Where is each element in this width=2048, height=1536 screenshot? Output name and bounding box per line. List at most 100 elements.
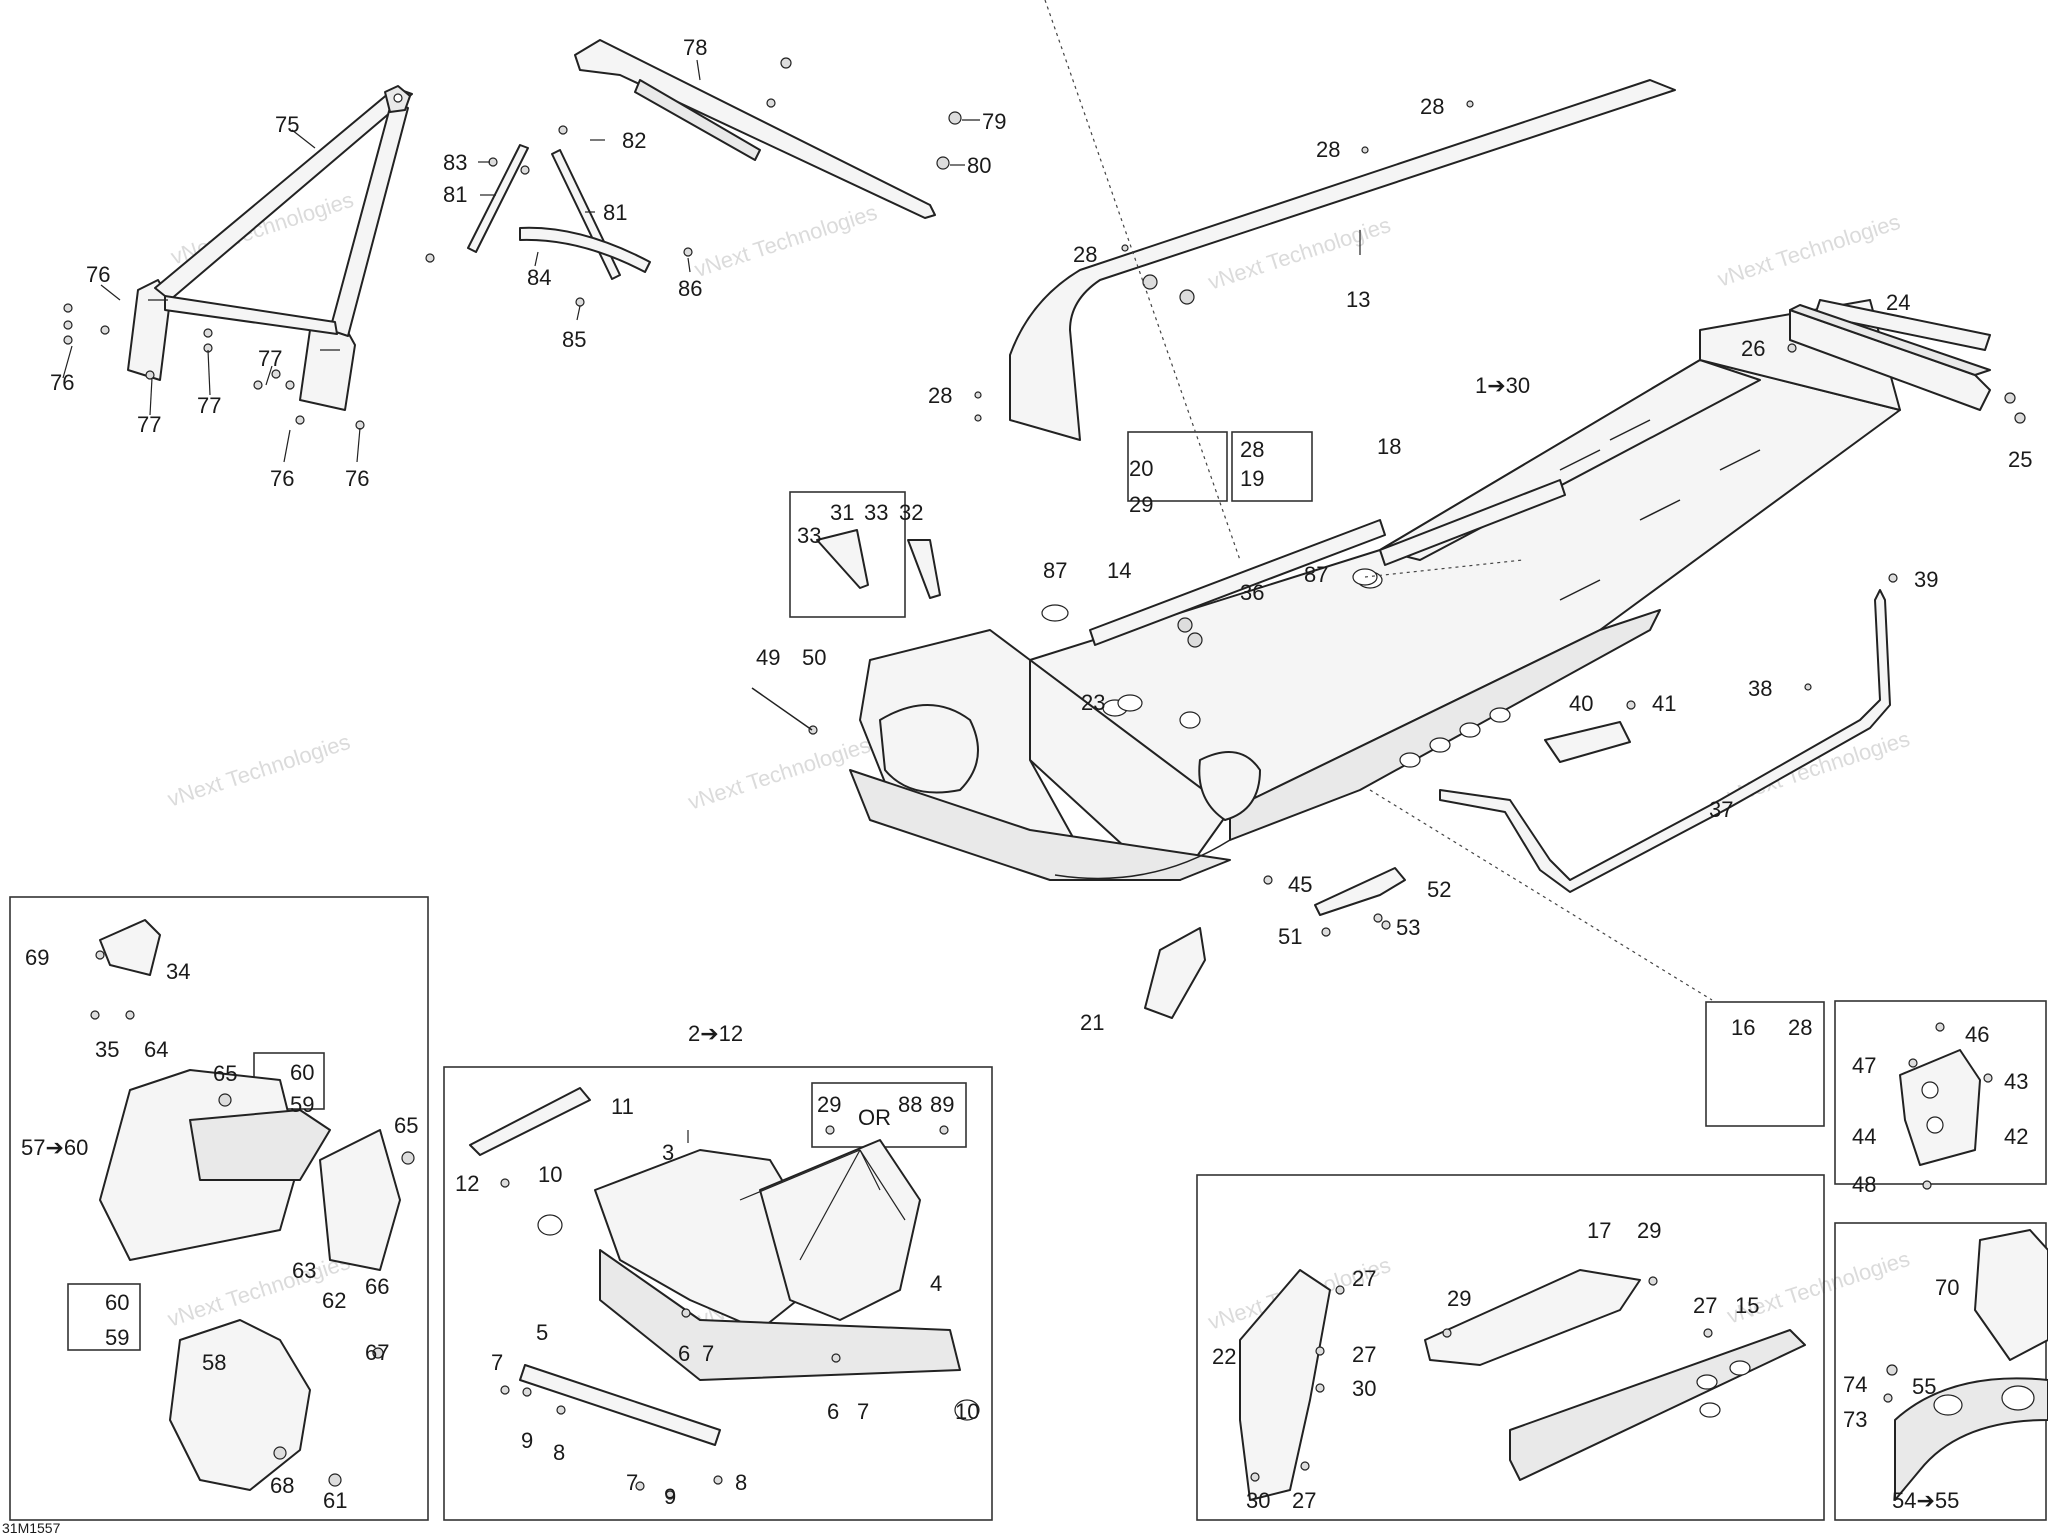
callout-76: 76 — [270, 466, 294, 491]
callout-21: 21 — [1080, 1010, 1104, 1035]
callout-85: 85 — [562, 327, 586, 352]
steering-arm-assembly — [574, 39, 980, 219]
watermark: vNext Technologies — [1724, 726, 1913, 809]
callout-43: 43 — [2004, 1069, 2028, 1094]
front-frame-assembly — [469, 1087, 980, 1500]
callout-58: 58 — [202, 1350, 226, 1375]
callout-28: 28 — [1073, 242, 1097, 267]
main-chassis — [849, 299, 1991, 881]
callout-69: 69 — [25, 945, 49, 970]
callout-23: 23 — [1081, 690, 1105, 715]
callout-53: 53 — [1396, 915, 1420, 940]
engine-mount-assembly — [90, 919, 415, 1491]
callout-22: 22 — [1212, 1344, 1236, 1369]
callout-61: 61 — [323, 1488, 347, 1513]
callout-18: 18 — [1377, 434, 1401, 459]
callout-76: 76 — [50, 370, 74, 395]
callout-37: 37 — [1709, 797, 1733, 822]
watermark: vNext Technologies — [691, 199, 880, 282]
callout-33: 33 — [864, 500, 888, 525]
callout-79: 79 — [982, 109, 1006, 134]
callout-60: 60 — [105, 1290, 129, 1315]
callout-28: 28 — [1420, 94, 1444, 119]
callout-36: 36 — [1240, 580, 1264, 605]
watermark: vNext Technologies — [685, 732, 874, 815]
callout-70: 70 — [1935, 1275, 1959, 1300]
callout-28: 28 — [1788, 1015, 1812, 1040]
callout-45: 45 — [1288, 872, 1312, 897]
callout-16: 16 — [1731, 1015, 1755, 1040]
bracket-assembly — [1899, 1022, 1993, 1190]
box-19-28 — [1231, 431, 1313, 502]
callout-12: 12 — [455, 1171, 479, 1196]
callout-38: 38 — [1748, 676, 1772, 701]
box-plates-31-33 — [789, 491, 906, 618]
callout-30: 30 — [1352, 1376, 1376, 1401]
callout-29: 29 — [1447, 1286, 1471, 1311]
callout-50: 50 — [802, 645, 826, 670]
watermark: vNext Technologies — [164, 729, 353, 812]
callout-35: 35 — [95, 1037, 119, 1062]
callout-3: 3 — [662, 1140, 674, 1165]
callout-49: 49 — [756, 645, 780, 670]
callout-2-12: 2➔12 — [688, 1021, 743, 1046]
callout-87: 87 — [1043, 558, 1067, 583]
callout-15: 15 — [1735, 1293, 1759, 1318]
box-engine-mount — [9, 896, 429, 1521]
callout-47: 47 — [1852, 1053, 1876, 1078]
callout-29: 29 — [1637, 1218, 1661, 1243]
box-16-28 — [1705, 1001, 1825, 1127]
callout-1-30: 1➔30 — [1475, 373, 1530, 398]
callout-65: 65 — [213, 1061, 237, 1086]
callout-20: 20 — [1129, 456, 1153, 481]
chassis-small-parts — [751, 0, 1713, 1019]
callout-77: 77 — [258, 346, 282, 371]
callout-5: 5 — [536, 1320, 548, 1345]
callout-73: 73 — [1843, 1407, 1867, 1432]
callout-83: 83 — [443, 150, 467, 175]
callout-68: 68 — [270, 1473, 294, 1498]
callout-10: 10 — [538, 1162, 562, 1187]
callout-75: 75 — [275, 112, 299, 137]
callout-8: 8 — [553, 1440, 565, 1465]
callout-66: 66 — [365, 1274, 389, 1299]
callout-28: 28 — [928, 383, 952, 408]
callout-7: 7 — [857, 1399, 869, 1424]
rear-bumper — [1787, 304, 2026, 424]
box-29-88-89 — [811, 1082, 967, 1148]
callout-60: 60 — [290, 1060, 314, 1085]
callout-27: 27 — [1292, 1488, 1316, 1513]
callout-87: 87 — [1304, 562, 1328, 587]
callout-9: 9 — [521, 1428, 533, 1453]
box-bumper — [1834, 1222, 2047, 1521]
callout-76: 76 — [86, 262, 110, 287]
side-panels-assembly — [1239, 1269, 1806, 1501]
box-bracket — [1834, 1000, 2047, 1185]
callout-81: 81 — [603, 200, 627, 225]
callout-57-60: 57➔60 — [21, 1135, 88, 1160]
callout-6: 6 — [678, 1341, 690, 1366]
callout-19: 19 — [1240, 466, 1264, 491]
box-60-59-bottom — [67, 1283, 141, 1351]
callout-63: 63 — [292, 1258, 316, 1283]
callout-34: 34 — [166, 959, 190, 984]
callout-54-55: 54➔55 — [1892, 1488, 1959, 1513]
box-side-panels — [1196, 1174, 1825, 1521]
callout-7: 7 — [491, 1350, 503, 1375]
callout-29: 29 — [1129, 492, 1153, 517]
callout-84: 84 — [527, 265, 551, 290]
callout-52: 52 — [1427, 877, 1451, 902]
callout-9: 9 — [664, 1484, 676, 1509]
callout-44: 44 — [1852, 1124, 1876, 1149]
callout-65: 65 — [394, 1113, 418, 1138]
callout-67: 67 — [365, 1340, 389, 1365]
callout-28: 28 — [1240, 437, 1264, 462]
callout-51: 51 — [1278, 924, 1302, 949]
callout-42: 42 — [2004, 1124, 2028, 1149]
callout-40: 40 — [1569, 691, 1593, 716]
callout-33: 33 — [797, 523, 821, 548]
callout-17: 17 — [1587, 1218, 1611, 1243]
detail-boxes — [9, 431, 2047, 1521]
callout-29: 29 — [817, 1092, 841, 1117]
callout-89: 89 — [930, 1092, 954, 1117]
